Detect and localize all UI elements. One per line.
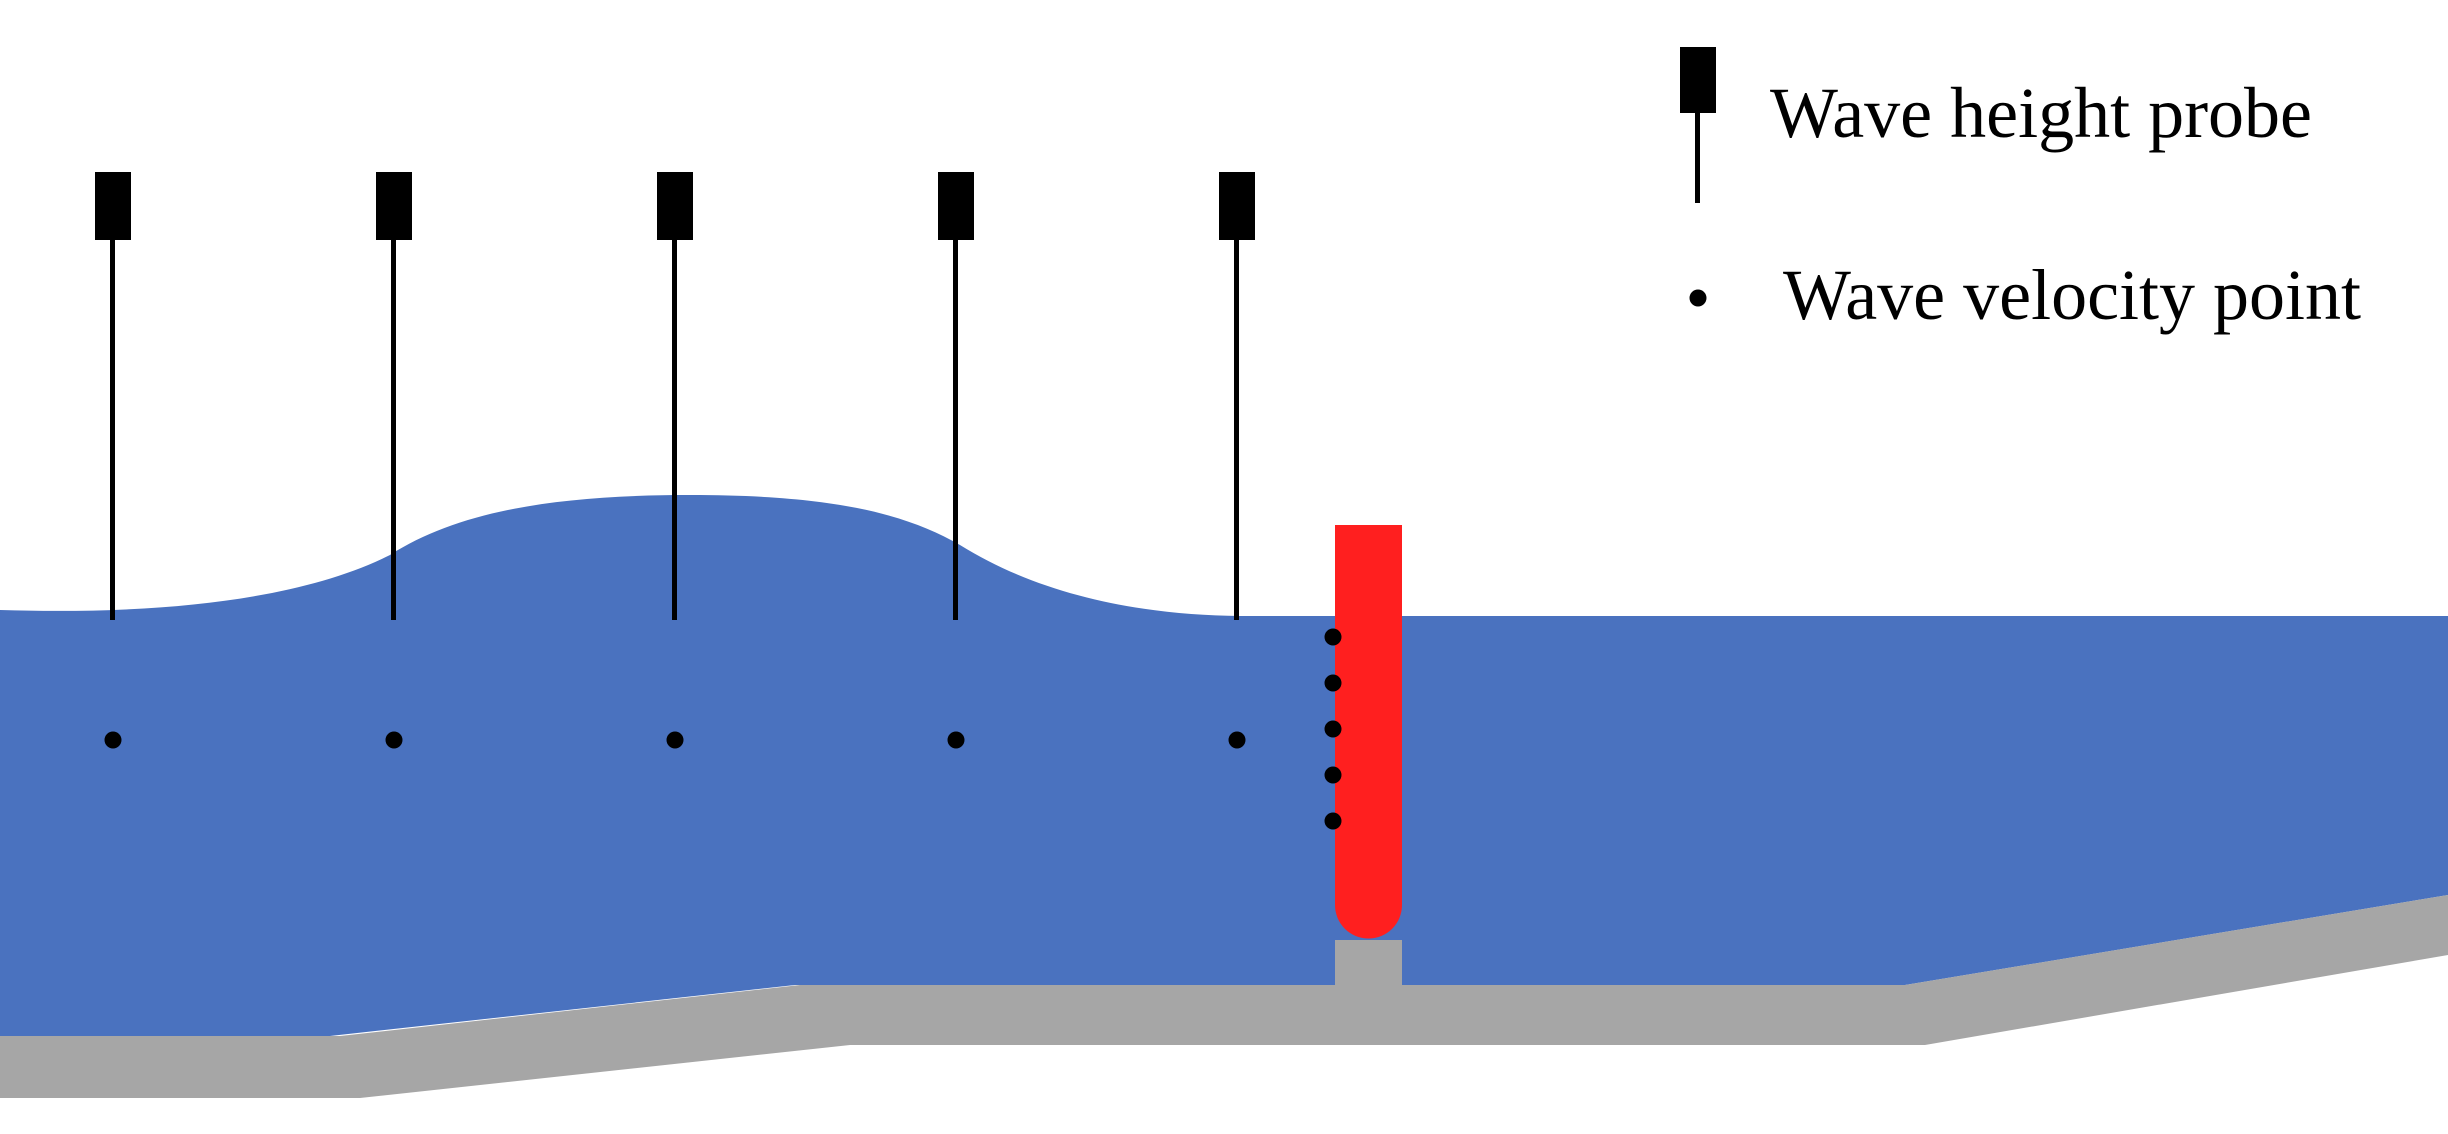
wave-height-probe bbox=[376, 172, 412, 620]
wave-height-probe bbox=[1219, 172, 1255, 620]
wave-height-probe bbox=[95, 172, 131, 620]
velocity-point bbox=[385, 731, 403, 749]
water-body bbox=[0, 495, 2448, 1036]
legend-probe-label: Wave height probe bbox=[1770, 73, 2313, 153]
wave-height-probes bbox=[95, 172, 1255, 620]
velocity-point bbox=[947, 731, 965, 749]
far-field-velocity-points bbox=[104, 731, 1246, 749]
velocity-point bbox=[1324, 628, 1342, 646]
wave-height-probe bbox=[938, 172, 974, 620]
velocity-point bbox=[666, 731, 684, 749]
seabed bbox=[0, 895, 2448, 1098]
velocity-point bbox=[1324, 766, 1342, 784]
velocity-point bbox=[104, 731, 122, 749]
legend-velocity-point-icon bbox=[1689, 289, 1707, 307]
velocity-point bbox=[1228, 731, 1246, 749]
wave-height-probe bbox=[657, 172, 693, 620]
legend-velocity-label: Wave velocity point bbox=[1783, 255, 2362, 335]
structure-cylinder bbox=[1335, 525, 1402, 939]
legend-probe-icon bbox=[1680, 47, 1716, 203]
near-structure-velocity-points bbox=[1324, 628, 1342, 830]
velocity-point bbox=[1324, 720, 1342, 738]
velocity-point bbox=[1324, 674, 1342, 692]
velocity-point bbox=[1324, 812, 1342, 830]
